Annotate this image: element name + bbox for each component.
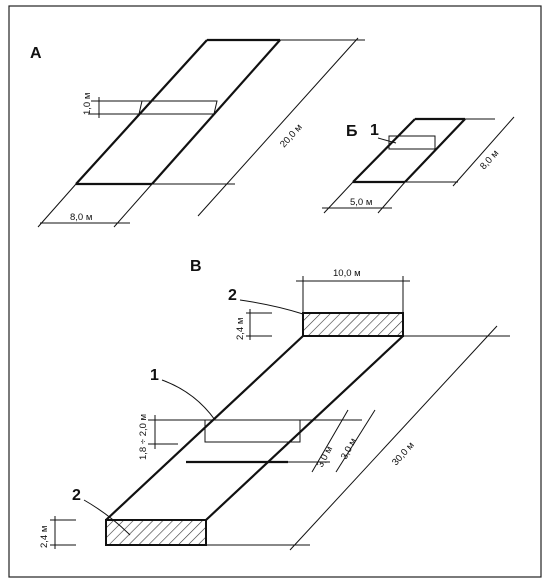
dim-c-zone-bottom: 2,4 м (39, 526, 50, 548)
dim-line-b-width (452, 116, 515, 187)
dim-line-a-length (197, 37, 359, 217)
dim-c-net: 1,8 ÷ 2,0 м (138, 414, 149, 460)
dim-a-length: 20,0 м (278, 122, 305, 150)
panel-a: А 1,0 м 20,0 м 8,0 м (30, 37, 365, 228)
marker-c-bottom: 2 (72, 487, 81, 504)
dim-c-length: 30,0 м (390, 440, 417, 468)
panel-a-label: А (30, 45, 42, 62)
frame-border (8, 5, 542, 578)
zone-c-bottom (105, 519, 207, 546)
panel-c-label: В (190, 258, 202, 275)
dim-a-court: 8,0 м (70, 212, 92, 223)
dim-b-court: 5,0 м (350, 197, 372, 208)
court-c-right-line (205, 335, 404, 521)
panel-b: Б 1 8,0 м 5,0 м (322, 116, 515, 214)
marker-b-1: 1 (370, 122, 379, 139)
net-c (204, 419, 301, 443)
dim-line-c-length (289, 325, 498, 551)
dim-a-width: 1,0 м (82, 93, 93, 115)
court-a-right-line (151, 39, 281, 185)
marker-c-mid: 1 (150, 367, 159, 384)
court-a-left-line (75, 39, 208, 185)
panel-c: В 10,0 м 2 2,4 м 2 2,4 м 1 (39, 258, 510, 551)
dim-b-width: 8,0 м (478, 148, 501, 172)
net-a (138, 100, 218, 115)
dim-c-b: 3,0 м (339, 436, 359, 461)
dim-c-zone-top: 2,4 м (235, 318, 246, 340)
marker-c-top: 2 (228, 287, 237, 304)
zone-c-top (302, 312, 404, 337)
dim-c-a: 3,0 м (315, 444, 335, 469)
panel-b-label: Б (346, 123, 358, 140)
dim-c-top: 10,0 м (333, 268, 361, 279)
net-b (388, 135, 436, 150)
